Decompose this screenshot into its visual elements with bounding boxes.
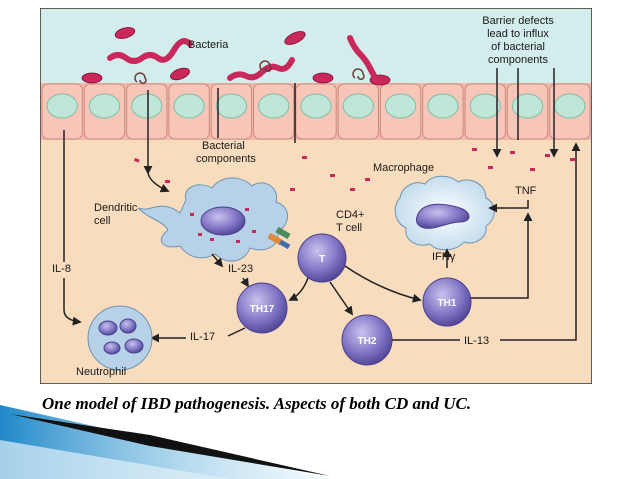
lumen — [41, 9, 591, 83]
dendritic-cell-label-2: cell — [94, 215, 111, 227]
spiral-bacterium — [259, 60, 272, 72]
bacterium — [284, 31, 306, 45]
bacterium — [81, 72, 103, 84]
bacterial-components-label-1: Bacterial — [202, 140, 245, 152]
il17-label: IL-17 — [190, 331, 215, 343]
th1-to-tnf-line — [471, 212, 533, 299]
epithelial-granules — [258, 93, 290, 119]
spiral-bacterium — [352, 68, 365, 80]
th17-cell: TH17 — [236, 282, 288, 334]
epithelial-granules — [511, 93, 544, 119]
th17-label: TH17 — [250, 304, 275, 315]
ifng-label: IFNγ — [432, 251, 456, 263]
epithelial-granules — [384, 93, 417, 119]
dc-to-il23-arrow — [211, 253, 224, 268]
bacterium — [312, 72, 334, 84]
epithelial-granules — [427, 93, 459, 119]
epithelial-granules — [173, 93, 205, 119]
antigen-presentation-complex — [267, 226, 291, 250]
macrophage-label: Macrophage — [373, 162, 434, 174]
barrier-defects-label-2: lead to influx — [487, 28, 549, 40]
bacteria-label: Bacteria — [188, 39, 229, 51]
il13-arrow — [500, 142, 581, 341]
epithelial-granules — [342, 93, 374, 119]
epithelial-granules — [215, 93, 248, 119]
bacterium-chain — [347, 35, 381, 85]
barrier-defects-label-1: Barrier defects — [482, 15, 554, 27]
ibd-pathogenesis-diagram: Bacteria Barrier defects lead to influx … — [40, 8, 592, 384]
t-to-th2-arrow — [329, 281, 354, 316]
th2-cell: TH2 — [341, 314, 393, 366]
il8-label: IL-8 — [52, 263, 71, 275]
bacterium-chain — [227, 57, 295, 81]
neutrophil — [87, 305, 153, 371]
epithelial-granules — [300, 93, 332, 119]
epithelial-cells — [41, 83, 591, 140]
spiral-bacterium — [134, 72, 147, 84]
slide-light-swoosh — [0, 440, 230, 479]
il13-label: IL-13 — [464, 335, 489, 347]
bacterial-components-label-2: components — [196, 153, 256, 165]
t-to-th17-arrow — [288, 277, 309, 301]
neutrophil-label: Neutrophil — [76, 366, 126, 378]
bacteria-group — [81, 27, 391, 86]
barrier-defects-label-4: components — [488, 54, 548, 66]
t-to-th1-arrow — [344, 265, 422, 303]
spirochetes — [134, 60, 365, 84]
bacterium-chain — [107, 38, 193, 64]
cd4-label-2: T cell — [336, 222, 362, 234]
bacterium — [114, 27, 136, 39]
th1-cell: TH1 — [422, 277, 472, 327]
dendritic-cell-label-1: Dendritic — [94, 202, 138, 214]
epithelial-granules — [469, 93, 501, 119]
t-cell-label: T — [319, 254, 325, 265]
bacterium — [170, 67, 190, 81]
dendritic-cell — [137, 177, 288, 262]
epithelial-granules — [554, 93, 586, 119]
epithelial-granules — [131, 93, 163, 119]
figure-caption: One model of IBD pathogenesis. Aspects o… — [42, 394, 472, 413]
barrier-defects-label-3: of bacterial — [491, 41, 545, 53]
slide-dark-swoosh — [10, 414, 330, 476]
epithelial-granules — [46, 93, 78, 119]
t-cell: T — [297, 233, 347, 283]
epithelial-layer — [41, 83, 591, 140]
bacterial-components-dots — [133, 148, 575, 191]
il23-to-th17-arrow — [240, 277, 249, 288]
th2-label: TH2 — [358, 336, 377, 347]
bacteria-to-dc-arrow — [147, 172, 170, 193]
il23-label: IL-23 — [228, 263, 253, 275]
cd4-label-1: CD4+ — [336, 209, 364, 221]
tnf-arrow — [488, 200, 529, 213]
il17-arrow-lead — [227, 327, 246, 337]
epithelial-granules — [88, 93, 121, 119]
tnf-label: TNF — [515, 185, 537, 197]
il8-arrow — [63, 278, 82, 326]
macrophage — [394, 175, 495, 251]
th1-label: TH1 — [438, 298, 457, 309]
